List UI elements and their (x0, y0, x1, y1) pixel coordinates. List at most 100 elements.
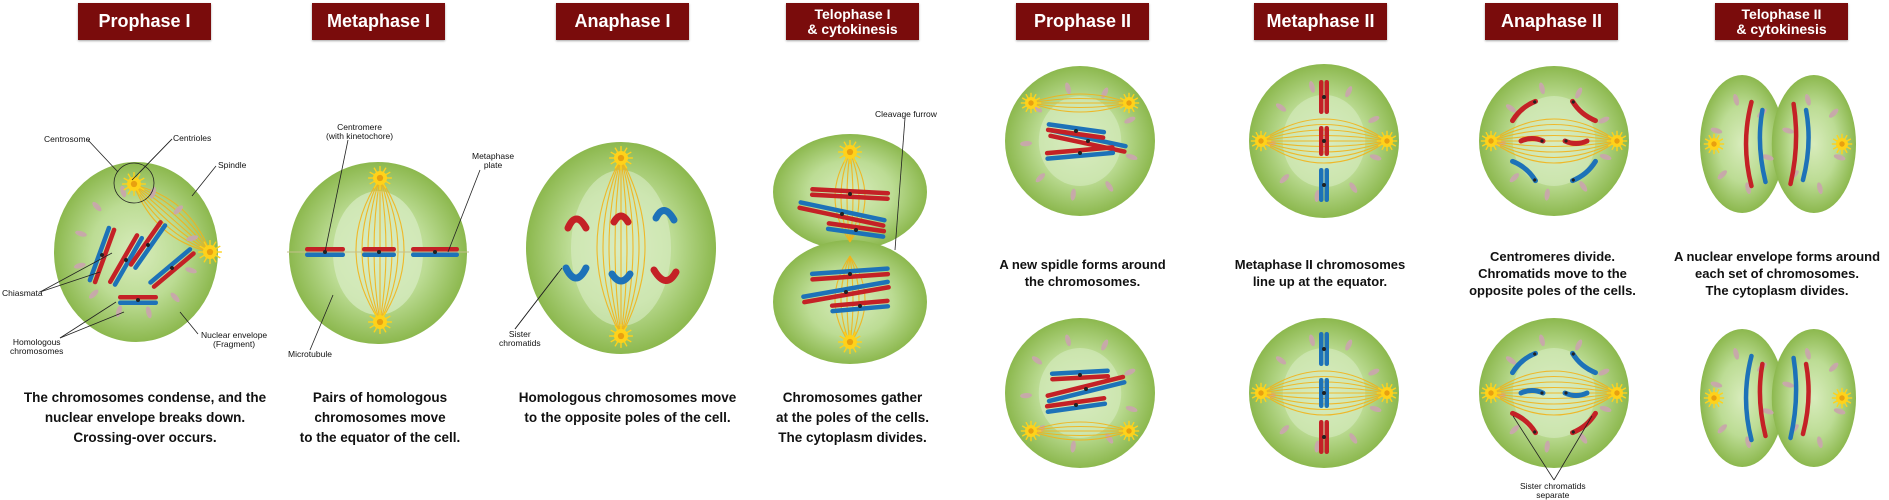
label-homologous-chromosomes: Homologous chromosomes (10, 337, 64, 356)
nuclear-envelope-fragment (1782, 127, 1794, 134)
stage-title-anaphase-2: Anaphase II (1485, 3, 1618, 40)
nuclear-envelope-fragment (1349, 182, 1358, 193)
nuclear-envelope-fragment (1509, 425, 1520, 435)
centrosome-icon (1250, 382, 1272, 404)
nuclear-envelope-fragment (1598, 116, 1610, 124)
cell-prophase-2-bottom (1005, 318, 1155, 468)
nuclear-envelope-fragment (73, 262, 86, 269)
stage-caption-prophase-2: A new spidle forms around the chromosome… (999, 257, 1166, 289)
nuclear-envelope-fragment (1020, 140, 1033, 147)
label-metaphase-plate: Metaphase plate (472, 151, 515, 170)
nuclear-envelope-fragment (186, 235, 199, 242)
chromosome (128, 220, 168, 270)
stage-title-prophase-2: Prophase II (1016, 3, 1149, 40)
nuclear-envelope-fragment (1509, 173, 1520, 183)
nuclear-envelope-fragment (145, 306, 152, 319)
cell-telophase-1 (773, 134, 927, 364)
chromosome (1319, 420, 1329, 454)
nuclear-envelope-fragment (1575, 87, 1583, 99)
nuclear-envelope-fragment (1124, 368, 1136, 376)
nuclear-envelope-fragment (1710, 381, 1723, 388)
nuclear-envelope-fragment (1833, 408, 1846, 415)
stage-caption-prophase-1: The chromosomes condense, and the nuclea… (23, 390, 267, 445)
nuclear-envelope-fragment (1314, 190, 1320, 202)
centrosome-icon (1480, 130, 1502, 152)
nuclear-envelope-fragment (1817, 182, 1823, 195)
cell-telophase-2-top (1700, 75, 1856, 213)
centrosome-icon (1480, 382, 1502, 404)
centrosome-icon (1606, 382, 1628, 404)
chromosome (118, 295, 158, 305)
nuclear-envelope-fragment (1598, 368, 1610, 376)
chromosome (809, 266, 891, 282)
cell-anaphase-2-bottom (1479, 318, 1629, 468)
nuclear-envelope-fragment (1035, 173, 1046, 183)
nuclear-envelope-fragment (1829, 362, 1839, 372)
nuclear-envelope-fragment (1031, 356, 1043, 365)
chromosome (797, 200, 887, 228)
chromosome (87, 225, 117, 285)
stage-caption-metaphase-1: Pairs of homologous chromosomes move to … (299, 390, 461, 445)
nuclear-envelope-fragment (173, 205, 183, 215)
stage-caption-anaphase-2: Centromeres divide. Chromatids move to t… (1469, 249, 1636, 298)
nuclear-envelope-fragment (1368, 368, 1380, 376)
nuclear-envelope-fragment (1125, 153, 1138, 161)
nuclear-envelope-fragment (1345, 339, 1353, 351)
nuclear-envelope-fragment (1105, 433, 1114, 444)
nuclear-envelope-fragment (1309, 334, 1315, 347)
nuclear-envelope-fragment (92, 201, 102, 212)
nuclear-envelope-fragment (170, 292, 180, 303)
nuclear-envelope-fragment (1125, 405, 1138, 413)
stage-caption-telophase-1: Chromosomes gather at the poles of the c… (775, 390, 930, 445)
centrosome-icon (1118, 92, 1140, 114)
centrosome-icon (1376, 382, 1398, 404)
nuclear-envelope-fragment (150, 186, 156, 199)
centrosome-icon (198, 240, 222, 264)
chromosome (1044, 396, 1108, 414)
chromatid (1510, 98, 1538, 124)
chromosome (1319, 168, 1329, 202)
nuclear-envelope-fragment (1539, 334, 1545, 347)
centrosome-icon (1020, 420, 1042, 442)
chromatid (1570, 410, 1598, 436)
centrosome-icon (1020, 92, 1042, 114)
chromosome (1049, 368, 1111, 382)
chromosome (107, 233, 145, 287)
nuclear-envelope-fragment (1733, 347, 1740, 360)
nuclear-envelope-fragment (1275, 356, 1287, 365)
centrosome-icon (1376, 130, 1398, 152)
centrosome-icon (1703, 387, 1725, 409)
nuclear-envelope-fragment (1369, 405, 1382, 413)
cell-prophase-2-top (1005, 66, 1155, 216)
nuclear-envelope-fragment (1101, 339, 1109, 351)
chromosome (1045, 122, 1107, 140)
chromatid (1510, 158, 1538, 184)
nuclear-envelope-fragment (1065, 334, 1071, 347)
label-sister-chromatids-separate: Sister chromatids separate (1520, 481, 1586, 500)
cell-telophase-2-bottom (1700, 329, 1856, 467)
chromosome (411, 247, 459, 257)
nuclear-envelope-fragment (1105, 181, 1114, 192)
nuclear-envelope-fragment (1124, 116, 1136, 124)
centrosome-icon (368, 166, 392, 190)
centrosome-icon (1250, 130, 1272, 152)
nuclear-envelope-fragment (1817, 436, 1823, 449)
centrosome-icon (1703, 133, 1725, 155)
centrosome-icon (368, 310, 392, 334)
nuclear-envelope-fragment (1599, 153, 1612, 161)
label-centrioles: Centrioles (173, 133, 212, 143)
nuclear-envelope-fragment (1710, 127, 1723, 134)
nuclear-envelope-fragment (1279, 174, 1290, 184)
nuclear-envelope-fragment (1070, 440, 1076, 453)
centrosome-icon (122, 172, 146, 196)
chromosome (1319, 378, 1329, 408)
cell-metaphase-2-top (1249, 64, 1399, 218)
centrosome-icon (838, 330, 862, 354)
chromatid (1510, 410, 1538, 436)
nuclear-envelope-fragment (1717, 170, 1727, 180)
cell-metaphase-1 (287, 162, 469, 344)
nuclear-envelope-fragment (1539, 82, 1545, 95)
stage-title-telophase-2: Telophase II & cytokinesis (1715, 3, 1848, 40)
stage-title-prophase-1: Prophase I (78, 3, 211, 40)
